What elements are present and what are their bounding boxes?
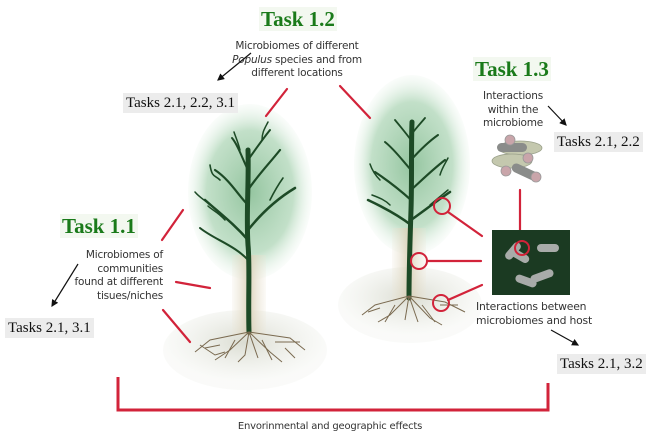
description-line: communities [97,262,163,275]
host-interactions-description: Interactions between microbiomes and hos… [476,300,616,327]
task-1-2-description: Microbiomes of different Populus species… [222,40,372,81]
callout-circle-branch [433,197,451,215]
description-line: Interactions [482,90,544,102]
description-line: different locations [251,67,343,79]
italic-genus: Populus [232,53,272,66]
description-line: microbiomes and host [476,313,592,327]
tree-right-icon [338,75,482,343]
task-1-3-related: Tasks 2.1, 2.2 [554,132,643,152]
description-line: Microbiomes of [85,249,163,261]
arrows [51,52,580,346]
host-interactions-related: Tasks 2.1, 3.2 [557,354,646,374]
microbe-cluster-icon [491,134,543,183]
description-text: species and from [274,53,362,66]
task-1-2-related: Tasks 2.1, 2.2, 3.1 [123,93,238,113]
callout-circle-root [432,294,450,312]
description-line: Microbiomes of different [235,40,359,52]
task-1-1-title: Task 1.1 [60,214,138,238]
description-line: tisues/niches [97,289,163,302]
tree-left-icon [163,104,327,390]
environment-caption: Envorinmental and geographic effects [237,421,423,432]
task-1-2-title: Task 1.2 [259,7,337,31]
description-line: Populus species and from [222,54,372,68]
description-line: microbiome [482,117,544,129]
description-line: found at different [74,276,164,288]
environment-bracket [116,377,550,412]
bacteria-inset-icon [492,230,570,295]
description-line: within the [487,103,539,116]
description-line: Interactions between [476,300,587,313]
task-1-1-description: Microbiomes of communities found at diff… [60,249,164,303]
task-1-3-description: Interactions within the microbiome [478,90,548,131]
task-1-3-title: Task 1.3 [473,57,551,81]
task-1-1-related: Tasks 2.1, 3.1 [5,318,94,338]
